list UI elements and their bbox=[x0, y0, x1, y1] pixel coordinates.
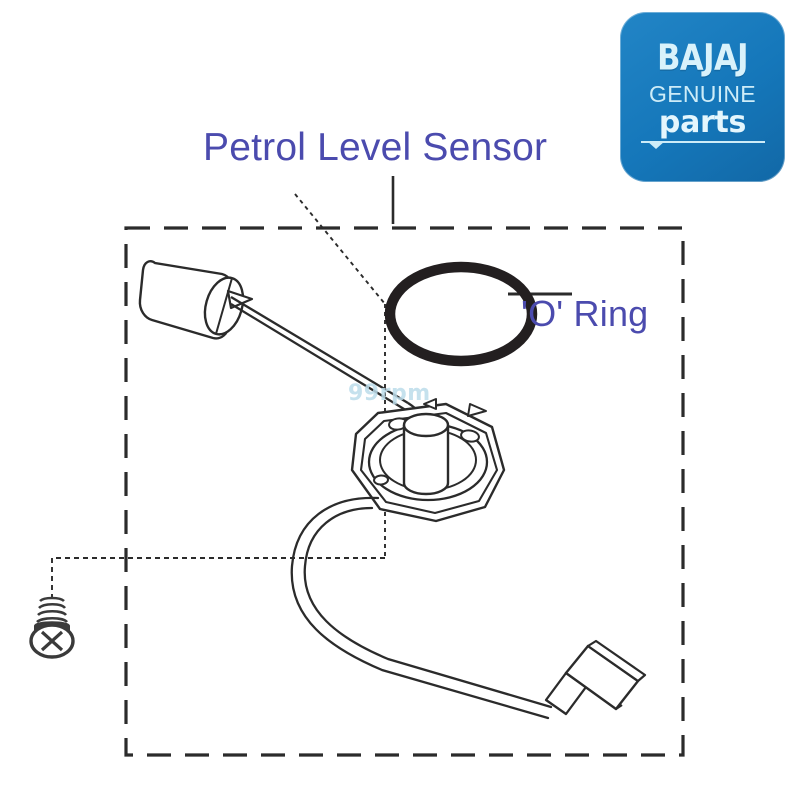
mounting-screw bbox=[29, 596, 75, 659]
bajaj-genuine-parts-logo: BAJAJ GENUINE parts bbox=[620, 12, 785, 182]
sensor-hub bbox=[402, 412, 450, 496]
label-petrol-level-sensor: Petrol Level Sensor bbox=[203, 126, 548, 169]
logo-text-genuine: GENUINE bbox=[649, 81, 756, 107]
logo-text-parts: parts bbox=[658, 105, 747, 140]
logo-underline bbox=[640, 141, 765, 150]
harness-cable bbox=[290, 496, 553, 720]
dashed-assembly-frame bbox=[124, 226, 685, 757]
logo-text-bajaj: BAJAJ bbox=[657, 37, 748, 80]
logo-underline-chevron-icon bbox=[646, 141, 665, 149]
float-part bbox=[138, 260, 254, 340]
connector bbox=[544, 639, 647, 716]
leader-title-diagonal bbox=[294, 193, 386, 558]
o-ring-part bbox=[384, 261, 538, 367]
label-o-ring: 'O' Ring bbox=[521, 293, 649, 334]
leader-screw bbox=[51, 557, 385, 597]
logo-underline-bar bbox=[640, 141, 765, 143]
